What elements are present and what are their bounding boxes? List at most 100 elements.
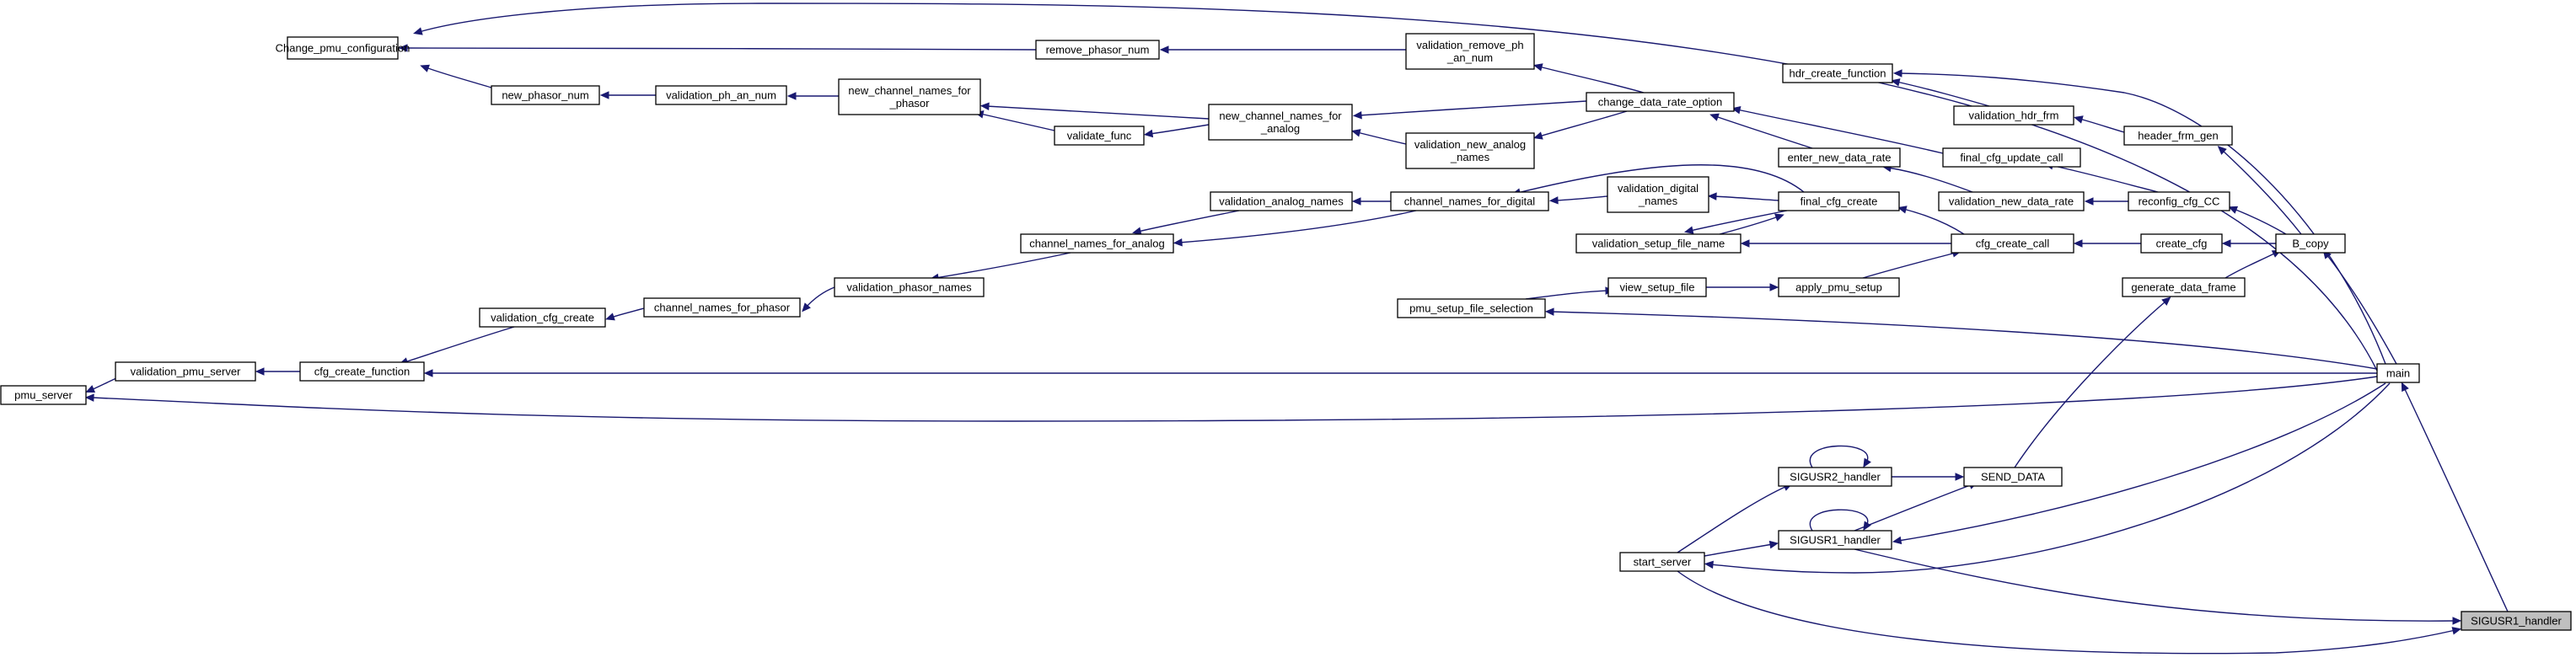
node-label: channel_names_for_digital: [1404, 195, 1535, 208]
node-box: [2128, 191, 2230, 211]
node-box: [1951, 233, 2074, 254]
node-box: [1210, 191, 1353, 211]
edge-validation-cfg-create-to-cfg-create-function: [399, 326, 515, 366]
node-validation-ph-an-num[interactable]: validation_ph_an_num: [655, 85, 787, 105]
node-validate-func[interactable]: validate_func: [1054, 126, 1145, 146]
node-box: [1778, 277, 1900, 297]
edge-line: [1538, 110, 1628, 137]
node-box: [1778, 530, 1892, 550]
edge-channel-names-for-digital-to-channel-names-for-analog: [1173, 210, 1417, 247]
node-channel-names-for-analog[interactable]: channel_names_for_analog: [1020, 233, 1174, 254]
node-box: [1397, 298, 1546, 318]
node-label: generate_data_frame: [2131, 281, 2235, 294]
node-view-setup-file[interactable]: view_setup_file: [1607, 277, 1707, 297]
node-box: [1778, 191, 1900, 211]
edge-generate-data-frame-to-b-copy: [2224, 249, 2282, 279]
node-remove-phasor-num[interactable]: remove_phasor_num: [1035, 40, 1160, 60]
node-label: pmu_server: [14, 389, 72, 402]
edge-view-setup-file-to-apply-pmu-setup: [1705, 283, 1779, 291]
node-new-phasor-num[interactable]: new_phasor_num: [491, 85, 600, 105]
node-cfg-create-function[interactable]: cfg_create_function: [299, 361, 425, 382]
edge-main-to-cfg-create-function: [423, 369, 2377, 377]
node-validation-cfg-create[interactable]: validation_cfg_create: [479, 307, 606, 328]
node-validation-setup-file-name[interactable]: validation_setup_file_name: [1575, 233, 1741, 254]
edge-change-data-rate-option-to-validation-new-analog-names: [1533, 110, 1628, 140]
node-b-copy[interactable]: B_copy: [2275, 233, 2346, 254]
node-validation-new-analog-names[interactable]: validation_new_analog_names: [1405, 132, 1535, 169]
edge-arrowhead: [1143, 129, 1154, 138]
node-label: _names: [1450, 151, 1490, 163]
node-change-pmu-configuration[interactable]: Change_pmu_configuration: [276, 36, 411, 60]
node-sigusr2-handler[interactable]: SIGUSR2_handler: [1778, 467, 1892, 487]
node-new-channel-names-for-phasor[interactable]: new_channel_names_for_phasor: [838, 78, 981, 115]
node-pmu-setup-file-selection[interactable]: pmu_setup_file_selection: [1397, 298, 1546, 318]
edge-line: [1713, 195, 1779, 201]
edge-main-to-sigusr1-handler-mid: [1892, 382, 2386, 545]
node-validation-digital-names[interactable]: validation_digital_names: [1607, 176, 1709, 213]
node-apply-pmu-setup[interactable]: apply_pmu_setup: [1778, 277, 1900, 297]
node-final-cfg-update-call[interactable]: final_cfg_update_call: [1942, 147, 2081, 168]
edge-arrowhead: [2217, 146, 2227, 155]
edge-validation-hdr-frm-to-hdr-create-function: [1890, 78, 1990, 107]
node-validation-hdr-frm[interactable]: validation_hdr_frm: [1953, 105, 2074, 126]
edge-line: [1896, 81, 1990, 107]
edge-validation-digital-names-to-channel-names-for-digital: [1548, 195, 1608, 205]
node-main[interactable]: main: [2376, 363, 2420, 383]
edge-line: [1538, 66, 1645, 94]
node-reconfig-cfg-cc[interactable]: reconfig_cfg_CC: [2128, 191, 2230, 211]
edge-arrowhead: [2228, 206, 2239, 214]
edge-arrowhead: [423, 369, 433, 377]
node-channel-names-for-phasor[interactable]: channel_names_for_phasor: [643, 297, 801, 318]
graph-nodes: Change_pmu_configuration remove_phasor_nu…: [0, 33, 2572, 631]
node-header-frm-gen[interactable]: header_frm_gen: [2123, 126, 2233, 146]
node-label: pmu_setup_file_selection: [1409, 302, 1533, 315]
node-sigusr1-handler-mid[interactable]: SIGUSR1_handler: [1778, 530, 1892, 550]
node-label: final_cfg_create: [1801, 195, 1878, 208]
node-change-data-rate-option[interactable]: change_data_rate_option: [1586, 92, 1735, 112]
node-box: [1619, 552, 1705, 572]
edge-arrowhead: [1863, 521, 1871, 532]
node-validation-pmu-server[interactable]: validation_pmu_server: [115, 361, 256, 382]
edge-sigusr1-handler-mid-to-send-data: [1854, 481, 1978, 532]
edge-header-frm-gen-to-validation-hdr-frm: [2074, 115, 2125, 133]
node-box: [838, 78, 981, 115]
node-box: [1953, 105, 2074, 126]
node-channel-names-for-digital[interactable]: channel_names_for_digital: [1390, 191, 1549, 211]
node-validation-new-data-rate[interactable]: validation_new_data_rate: [1938, 191, 2085, 211]
node-validation-remove-ph-an-num[interactable]: validation_remove_ph_an_num: [1405, 33, 1535, 70]
node-sigusr1-handler[interactable]: SIGUSR1_handler: [2461, 611, 2572, 631]
edge-arrowhead: [1704, 560, 1714, 569]
node-label: cfg_create_function: [314, 366, 410, 378]
node-label: remove_phasor_num: [1046, 44, 1150, 56]
node-validation-phasor-names[interactable]: validation_phasor_names: [834, 277, 985, 297]
node-send-data[interactable]: SEND_DATA: [1963, 467, 2063, 487]
edge-arrowhead: [2451, 627, 2462, 635]
edge-arrowhead: [413, 27, 423, 35]
edge-channel-names-for-phasor-to-validation-cfg-create: [605, 307, 645, 321]
node-box: [655, 85, 787, 105]
edge-arrowhead: [599, 91, 609, 99]
node-box: [1405, 33, 1535, 70]
node-cfg-create-call[interactable]: cfg_create_call: [1951, 233, 2074, 254]
edge-arrowhead: [1892, 69, 1902, 77]
node-label: validation_hdr_frm: [1969, 110, 2059, 122]
node-label: validation_pmu_server: [131, 366, 241, 378]
edge-create-cfg-to-cfg-create-call: [2073, 239, 2141, 248]
node-start-server[interactable]: start_server: [1619, 552, 1705, 572]
edge-sigusr1-handler-mid-to-sigusr1-handler: [1854, 548, 2462, 625]
node-label: final_cfg_update_call: [1960, 152, 2063, 164]
edge-pmu-setup-file-selection-to-view-setup-file: [1525, 286, 1615, 300]
edge-arrowhead: [1544, 307, 1554, 316]
node-generate-data-frame[interactable]: generate_data_frame: [2122, 277, 2246, 297]
node-final-cfg-create[interactable]: final_cfg_create: [1778, 191, 1900, 211]
edge-line: [1689, 210, 1788, 232]
node-create-cfg[interactable]: create_cfg: [2140, 233, 2223, 254]
node-hdr-create-function[interactable]: hdr_create_function: [1782, 63, 1893, 83]
node-enter-new-data-rate[interactable]: enter_new_data_rate: [1778, 147, 1901, 168]
node-box: [2275, 233, 2346, 254]
edge-line: [418, 3, 2378, 371]
node-pmu-server[interactable]: pmu_server: [0, 385, 87, 405]
node-validation-analog-names[interactable]: validation_analog_names: [1210, 191, 1353, 211]
node-new-channel-names-for-analog[interactable]: new_channel_names_for_analog: [1208, 104, 1353, 141]
edge-b-copy-to-create-cfg: [2221, 239, 2276, 248]
